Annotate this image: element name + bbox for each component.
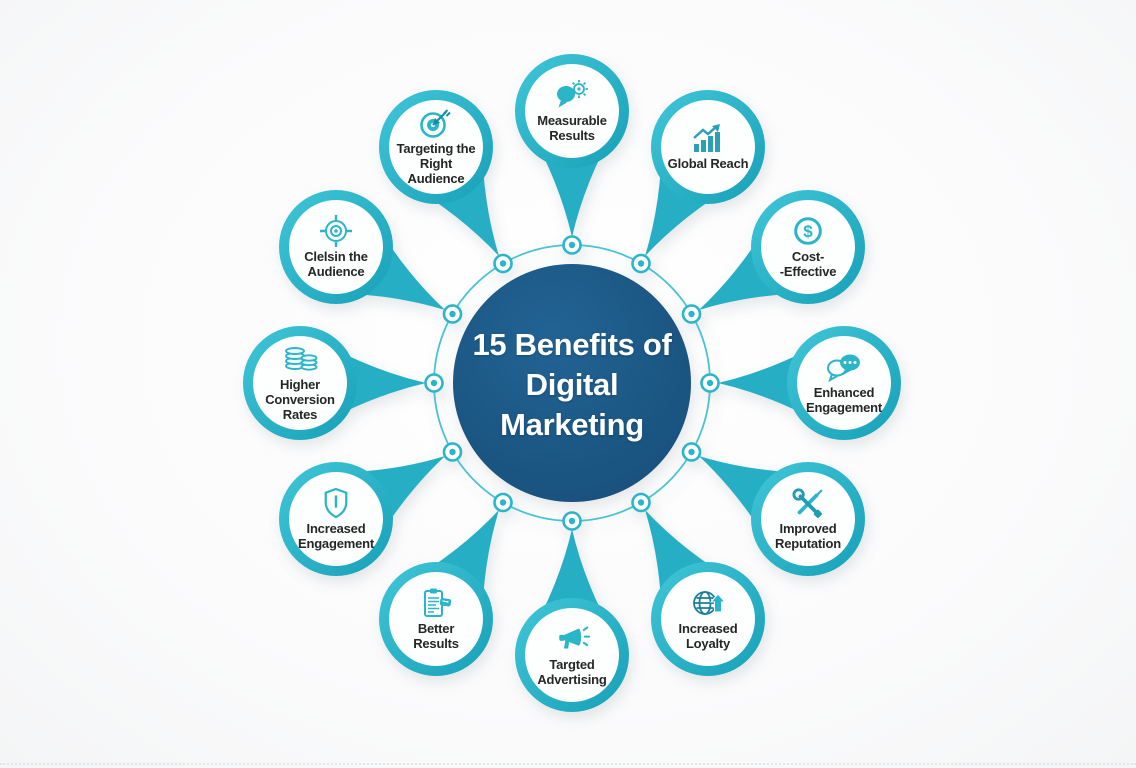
coin-stacks-icon	[282, 343, 318, 375]
pin-higher-conversion-rates	[243, 326, 426, 440]
node-label: Improved Reputation	[775, 520, 841, 551]
node-label: Cost- -Effective	[779, 248, 837, 279]
node-higher-conversion-rates: Higher Conversion Rates	[250, 338, 350, 428]
pin-enhanced-engagement	[718, 326, 901, 440]
connector-dot	[442, 304, 463, 324]
megaphone-icon	[554, 623, 590, 655]
node-label: Increased Engagement	[297, 520, 374, 551]
pin-improved-reputation	[698, 456, 865, 576]
node-label: Global Reach	[667, 156, 749, 172]
node-global-reach: Global Reach	[658, 102, 758, 192]
bar-chart-growth-icon	[691, 122, 725, 154]
connector-dot	[493, 492, 513, 513]
pin-measurable-results	[515, 54, 629, 237]
connector-dot	[631, 492, 651, 513]
node-label: Better Results	[413, 620, 459, 651]
node-increased-engagement: Increased Engagement	[286, 474, 386, 564]
connector-dot	[493, 253, 513, 274]
globe-growth-icon	[690, 587, 726, 619]
node-clelsin-the-audience: Clelsin the Audience	[286, 202, 386, 292]
dollar-coin-icon: $	[793, 215, 823, 247]
chat-bubbles-icon	[826, 351, 862, 383]
node-cost-effective: $ Cost- -Effective	[758, 202, 858, 292]
diagram-title: 15 Benefits of Digital Marketing	[472, 327, 672, 442]
node-measurable-results: Measurable Results	[522, 66, 622, 156]
chat-gear-icon	[554, 79, 590, 111]
shield-icon	[322, 487, 350, 519]
node-label: Targted Advertising	[537, 656, 607, 687]
crosshair-target-icon	[320, 214, 352, 247]
node-label: Enhanced Engagement	[805, 384, 882, 415]
node-label: Higher Conversion Rates	[265, 377, 335, 422]
connector-dot	[681, 442, 702, 462]
pin-clelsin-the-audience	[279, 190, 446, 310]
pin-increased-loyalty	[645, 509, 765, 676]
svg-text:$: $	[803, 222, 813, 241]
pin-better-results	[379, 509, 499, 676]
node-better-results: Better Results	[386, 574, 486, 664]
clipboard-checklist-icon	[419, 587, 453, 619]
center-circle	[453, 264, 691, 502]
connector-dot	[700, 373, 720, 393]
node-label: Clelsin the Audience	[304, 248, 368, 279]
connector-dot	[442, 442, 463, 462]
connector-dot	[681, 304, 702, 324]
node-label: Targeting the Right Audience	[396, 141, 476, 186]
pin-increased-engagement	[279, 456, 446, 576]
node-improved-reputation: Improved Reputation	[758, 474, 858, 564]
pin-targeting-right-audience	[379, 90, 499, 257]
pin-targted-advertising	[515, 529, 629, 712]
pin-cost-effective	[698, 190, 865, 310]
node-label: Increased Loyalty	[678, 620, 738, 651]
target-dart-icon	[419, 107, 453, 139]
node-targeting-right-audience: Targeting the Right Audience	[386, 102, 486, 192]
connector-dot	[631, 253, 651, 274]
crossed-tools-icon	[792, 487, 824, 519]
bottom-dotted-divider	[0, 763, 1136, 765]
node-label: Measurable Results	[537, 112, 607, 143]
node-increased-loyalty: Increased Loyalty	[658, 574, 758, 664]
connector-dot	[562, 235, 582, 255]
connector-dot	[424, 373, 444, 393]
connector-dot	[562, 511, 582, 531]
node-enhanced-engagement: Enhanced Engagement	[794, 338, 894, 428]
node-targted-advertising: Targted Advertising	[522, 610, 622, 700]
